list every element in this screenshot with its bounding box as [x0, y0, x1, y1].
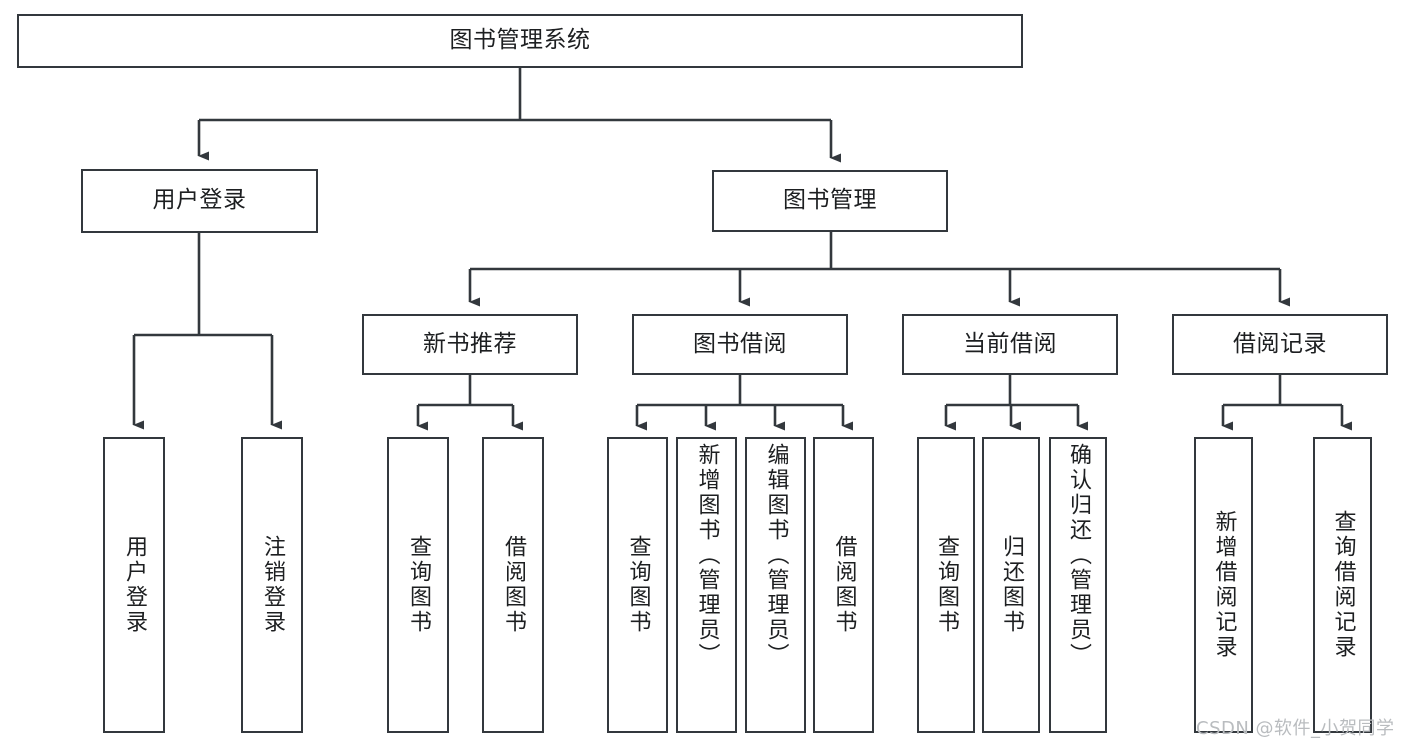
node-label: 查询图书 — [406, 535, 431, 635]
leaf-query-book-recommend[interactable]: 查询图书 — [387, 437, 449, 733]
node-current-borrow[interactable]: 当前借阅 — [902, 314, 1118, 375]
node-label: 注销登录 — [260, 535, 285, 635]
node-label: 查询图书 — [934, 535, 959, 635]
leaf-user-logout[interactable]: 注销登录 — [241, 437, 303, 733]
leaf-return-book[interactable]: 归还图书 — [982, 437, 1040, 733]
node-root-book-management-system[interactable]: 图书管理系统 — [17, 14, 1023, 68]
node-book-management[interactable]: 图书管理 — [712, 170, 948, 232]
node-label: 新增借阅记录 — [1211, 510, 1237, 660]
leaf-query-book-current[interactable]: 查询图书 — [917, 437, 975, 733]
node-label: 当前借阅 — [963, 330, 1057, 357]
node-new-book-recommend[interactable]: 新书推荐 — [362, 314, 578, 375]
node-label: 查询借阅记录 — [1330, 510, 1356, 660]
leaf-borrow-book-recommend[interactable]: 借阅图书 — [482, 437, 544, 733]
node-label: 用户登录 — [122, 535, 147, 635]
node-label: 确认归还（管理员） — [1066, 443, 1091, 668]
node-label: 图书借阅 — [693, 330, 787, 357]
node-label: 借阅记录 — [1233, 330, 1327, 357]
node-label: 图书管理系统 — [449, 27, 591, 54]
node-user-login[interactable]: 用户登录 — [81, 169, 318, 233]
leaf-query-borrow-record[interactable]: 查询借阅记录 — [1313, 437, 1372, 733]
node-label: 借阅图书 — [831, 535, 857, 635]
node-label: 查询图书 — [625, 535, 651, 635]
node-label: 归还图书 — [999, 535, 1024, 635]
watermark-text: CSDN @软件_小贺同学 — [1196, 718, 1395, 739]
leaf-borrow-book[interactable]: 借阅图书 — [813, 437, 874, 733]
node-label: 新增图书（管理员） — [694, 443, 720, 668]
leaf-add-book[interactable]: 新增图书（管理员） — [676, 437, 737, 733]
leaf-edit-book[interactable]: 编辑图书（管理员） — [745, 437, 806, 733]
node-label: 借阅图书 — [501, 535, 526, 635]
node-label: 编辑图书（管理员） — [763, 443, 789, 668]
leaf-add-borrow-record[interactable]: 新增借阅记录 — [1194, 437, 1253, 733]
leaf-confirm-return[interactable]: 确认归还（管理员） — [1049, 437, 1107, 733]
node-label: 新书推荐 — [423, 330, 517, 357]
node-book-borrow[interactable]: 图书借阅 — [632, 314, 848, 375]
leaf-user-login[interactable]: 用户登录 — [103, 437, 165, 733]
leaf-query-book-borrow[interactable]: 查询图书 — [607, 437, 668, 733]
node-borrow-record[interactable]: 借阅记录 — [1172, 314, 1388, 375]
node-label: 用户登录 — [152, 187, 247, 214]
node-label: 图书管理 — [783, 187, 877, 214]
